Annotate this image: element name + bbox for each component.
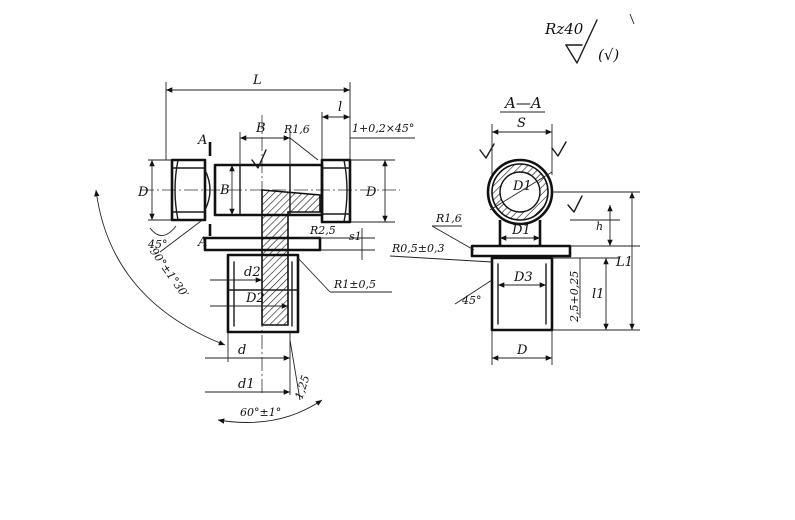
D3-label: D3 <box>513 270 533 285</box>
dim-D-right: D <box>350 159 395 223</box>
D2-label: D2 <box>245 291 265 306</box>
L1-label: L1 <box>615 255 633 270</box>
section-mark-bottom: A <box>197 235 207 250</box>
chamfer-callout: 1+0,2×45° <box>350 122 415 139</box>
dim-l: l <box>321 100 350 160</box>
collar-radius-label: R0,5±0,3 <box>391 242 445 255</box>
radius-top-callout: R1,6 <box>283 123 319 161</box>
dim-L: L <box>165 73 351 160</box>
D1-flange-label: D1 <box>511 223 531 238</box>
radius-bottom-callout: R1±0,5 <box>297 257 392 293</box>
angle-60-label: 60°±1° <box>240 406 281 419</box>
dim-D3: D3 <box>498 270 546 288</box>
dim-D-right-label: D <box>365 185 377 200</box>
chamfer-label: 1+0,2×45° <box>352 122 414 135</box>
angle-60-dim: 60°±1° 1,25 <box>217 339 323 424</box>
dim-B-height-label: B <box>219 183 230 198</box>
section-view: A—A S D1 D1 <box>389 94 640 365</box>
stem-section-hatch <box>261 189 321 326</box>
section-mark-top: A <box>197 133 207 148</box>
roughness-mark-section <box>567 195 583 213</box>
right-nut <box>320 158 352 224</box>
angle-45-section-label: 45° <box>461 294 482 307</box>
dim-d-d1: d d1 <box>205 332 291 395</box>
dim-s1: s1 <box>320 228 375 260</box>
d-label: d <box>238 343 246 358</box>
front-view: L l 1+0,2×45° B R1,6 A A <box>94 73 415 424</box>
dim-B: B <box>239 121 291 165</box>
section-radius-callout: R1,6 <box>431 212 475 251</box>
dim-D-bottom: D <box>491 330 553 365</box>
angle-45-section: 45° <box>454 279 493 307</box>
h-label: h <box>596 220 603 233</box>
roughness-label: Rz40 <box>544 20 584 38</box>
dim-S-label: S <box>517 116 526 131</box>
roughness-mark-right <box>551 141 567 157</box>
collar-radius-callout: R0,5±0,3 <box>389 242 493 263</box>
neck <box>498 220 542 245</box>
dim-L-label: L <box>252 73 262 88</box>
radius-top-label: R1,6 <box>283 123 310 136</box>
surface-finish-symbol: Rz40 (√) <box>544 13 635 64</box>
radius-mid-callout: R2,5 <box>300 224 345 239</box>
l1-label: l1 <box>592 287 604 302</box>
roughness-mark-front <box>251 149 267 169</box>
angle-90-label: 90°±1°30′ <box>147 245 191 300</box>
section-radius-label: R1,6 <box>435 212 462 225</box>
dim-d2-D2: d2 D2 <box>210 265 288 309</box>
dim-l-label: l <box>338 100 342 115</box>
radius-mid-label: R2,5 <box>309 224 336 237</box>
d1-label: d1 <box>238 377 255 392</box>
dim-D-left-label: D <box>137 185 149 200</box>
dim-125-label: 1,25 <box>292 374 312 401</box>
remaining-surface-label: (√) <box>598 46 619 64</box>
radius-bottom-label: R1±0,5 <box>333 278 376 291</box>
section-thread <box>490 256 554 332</box>
d2-label: d2 <box>244 265 261 280</box>
D1-top-label: D1 <box>512 179 532 194</box>
dim-D-bottom-label: D <box>516 343 528 358</box>
s1-label: s1 <box>349 230 362 243</box>
dim-S: S <box>491 116 553 175</box>
section-marker: A A <box>197 133 212 250</box>
head-circle: D1 <box>486 158 554 226</box>
section-title: A—A <box>503 94 542 112</box>
dim-B-label: B <box>255 121 266 136</box>
roughness-mark-left <box>479 143 495 159</box>
thread-len-label: 2,5+0,25 <box>568 271 581 323</box>
dim-D1-flange: D1 <box>500 223 540 241</box>
right-dims: h L1 l1 2,5+0,25 <box>552 191 640 331</box>
section-collar <box>470 244 572 258</box>
